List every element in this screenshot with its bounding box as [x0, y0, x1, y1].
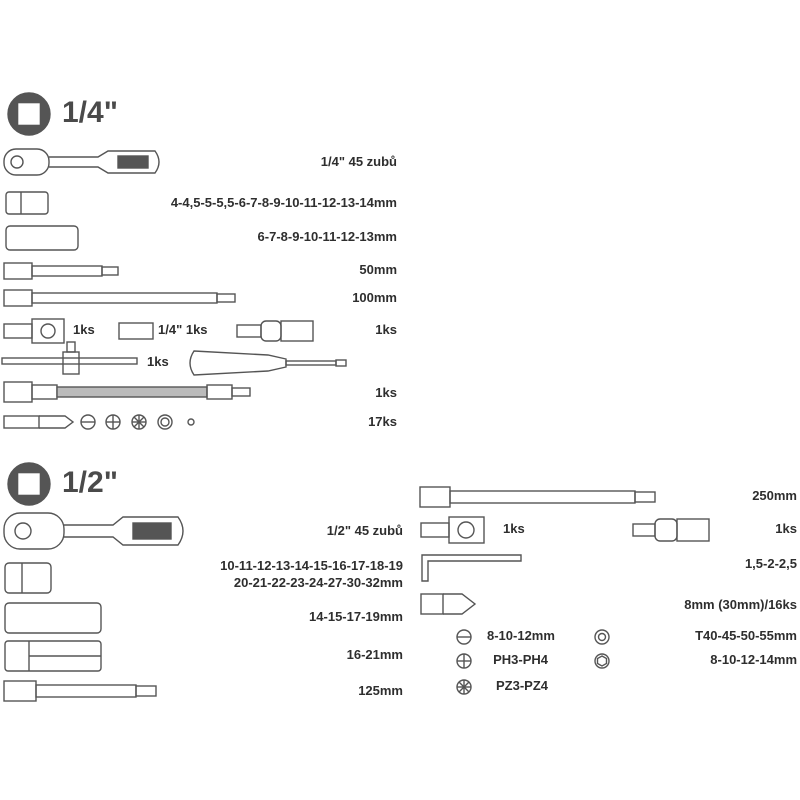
hex-bit-icon: [594, 653, 610, 669]
hex-keys-label: 1,5-2-2,5: [744, 556, 797, 571]
ratchet-quarter-label: 1/4" 45 zubů: [320, 154, 397, 169]
short-sockets-quarter-label: 4-4,5-5-5,5-6-7-8-9-10-11-12-13-14mm: [170, 195, 397, 210]
short-socket-icon: [4, 562, 52, 594]
t-bar-icon: [1, 341, 138, 375]
extension-50-icon: [3, 262, 119, 280]
bit-holder-qty: 1/4" 1ks: [158, 322, 208, 337]
universal-joint-quarter-qty: 1ks: [375, 322, 397, 337]
extension-125-label: 125mm: [358, 683, 403, 698]
hex-key-icon: [421, 554, 522, 582]
universal-joint-icon: [632, 518, 710, 542]
slotted-icon: [456, 629, 472, 645]
extension-50-label: 50mm: [359, 262, 397, 277]
ratchet-half-label: 1/2" 45 zubů: [326, 523, 403, 538]
spark-sockets-label: 16-21mm: [346, 647, 403, 662]
flexible-extension-icon: [3, 381, 251, 403]
section-title-half: 1/2": [62, 466, 118, 499]
t-bar-qty: 1ks: [147, 354, 169, 369]
sockets-half-line2: 20-21-22-23-24-27-30-32mm: [233, 575, 403, 590]
torx-icon: [594, 629, 610, 645]
long-bit-icon: [420, 593, 477, 615]
long-bits-label: 8mm (30mm)/16ks: [684, 597, 797, 612]
extension-250-label: 250mm: [752, 488, 797, 503]
extension-250-icon: [419, 486, 656, 508]
adapter-quarter-qty: 1ks: [73, 322, 95, 337]
hex-bit-label: 8-10-12-14mm: [710, 652, 797, 667]
deep-socket-icon: [4, 602, 102, 634]
spark-plug-socket-icon: [4, 640, 102, 672]
square-drive-icon: [7, 462, 51, 506]
slotted-label: 8-10-12mm: [487, 628, 555, 643]
adapter-half-qty: 1ks: [503, 521, 525, 536]
extension-125-icon: [3, 680, 157, 702]
torx-label: T40-45-50-55mm: [695, 628, 797, 643]
adapter-icon: [3, 318, 65, 344]
adapter-icon: [420, 516, 485, 544]
screwdriver-handle-icon: [189, 350, 347, 376]
universal-joint-icon: [236, 320, 314, 342]
deep-sockets-half-label: 14-15-17-19mm: [309, 609, 403, 624]
section-title-quarter: 1/4": [62, 96, 118, 129]
square-drive-icon: [7, 92, 51, 136]
phillips-icon: [456, 653, 472, 669]
universal-joint-half-qty: 1ks: [775, 521, 797, 536]
extension-100-icon: [3, 289, 236, 307]
sockets-half-line1: 10-11-12-13-14-15-16-17-18-19: [220, 558, 403, 573]
pozidriv-label: PZ3-PZ4: [495, 678, 548, 693]
phillips-label: PH3-PH4: [493, 652, 548, 667]
extension-100-label: 100mm: [352, 290, 397, 305]
flexible-extension-qty: 1ks: [375, 385, 397, 400]
ratchet-icon: [3, 148, 160, 176]
bit-holder-icon: [118, 322, 154, 340]
pozidriv-icon: [456, 679, 472, 695]
bits-quarter-qty: 17ks: [368, 414, 397, 429]
short-socket-icon: [5, 191, 49, 215]
ratchet-icon: [3, 512, 184, 550]
bits-icon: [3, 414, 195, 430]
deep-socket-icon: [5, 225, 79, 251]
deep-sockets-quarter-label: 6-7-8-9-10-11-12-13mm: [257, 229, 397, 244]
